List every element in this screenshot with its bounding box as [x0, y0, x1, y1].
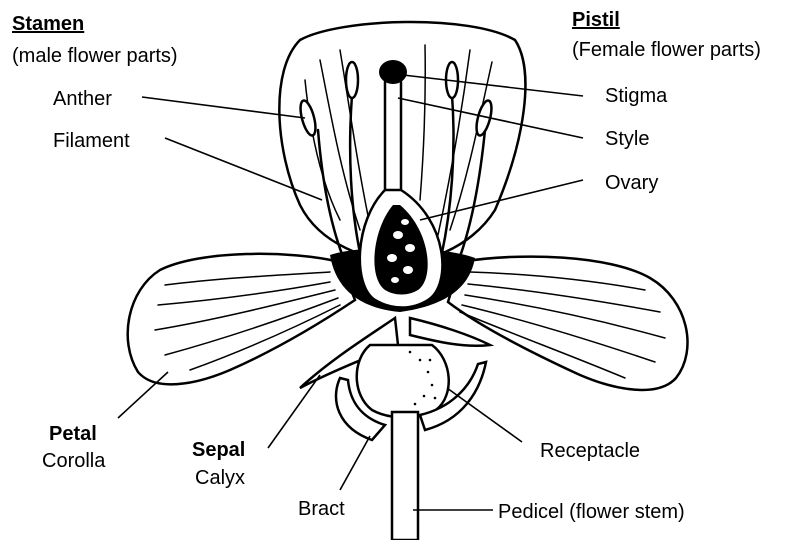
sepal-label: Sepal	[192, 439, 245, 461]
filament-label: Filament	[53, 130, 130, 152]
pistil-subtitle: (Female flower parts)	[572, 39, 761, 61]
pedicel-shape	[392, 412, 418, 540]
bract-leader	[340, 436, 370, 490]
stigma-label: Stigma	[605, 85, 668, 107]
petal-label: Petal	[49, 423, 97, 445]
petal-leader	[118, 372, 168, 418]
anther-label: Anther	[53, 88, 112, 110]
sepal-leader	[268, 375, 320, 448]
calyx-label: Calyx	[195, 467, 245, 489]
pedicel-label: Pedicel (flower stem)	[498, 501, 685, 523]
receptacle-leader	[447, 388, 522, 442]
stamen-subtitle: (male flower parts)	[12, 45, 178, 67]
stigma-shape	[379, 60, 407, 84]
bract-label: Bract	[298, 498, 345, 520]
receptacle-label: Receptacle	[540, 440, 640, 462]
stamen-title: Stamen	[12, 13, 84, 35]
left-petal	[128, 254, 355, 385]
pistil-title: Pistil	[572, 9, 620, 31]
style-label: Style	[605, 128, 649, 150]
receptacle-shape	[357, 345, 449, 418]
ovary-label: Ovary	[605, 172, 658, 194]
corolla-label: Corolla	[42, 450, 106, 472]
